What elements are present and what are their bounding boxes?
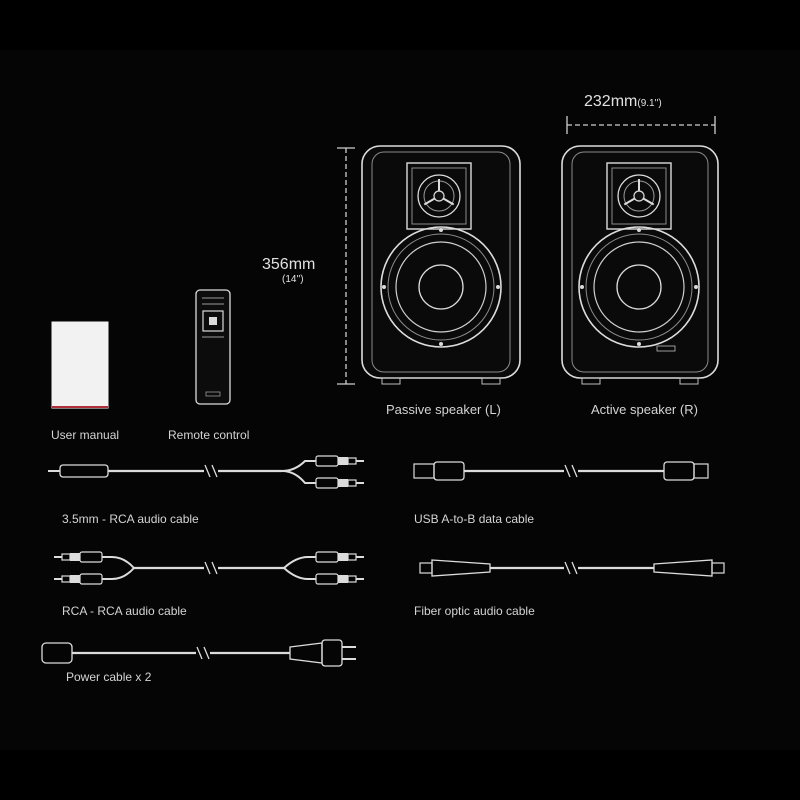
width-dimension xyxy=(566,116,716,134)
height-dimension xyxy=(337,147,355,385)
height-label: 356mm (14'') xyxy=(262,256,315,285)
remote-control-label: Remote control xyxy=(168,428,250,442)
passive-speaker-label: Passive speaker (L) xyxy=(386,402,501,417)
active-speaker-drawing xyxy=(561,145,719,385)
passive-speaker-drawing xyxy=(361,145,521,385)
width-label: 232mm(9.1'') xyxy=(584,93,662,111)
width-in: (9.1'') xyxy=(637,98,662,109)
cable-rca-rca-label: RCA - RCA audio cable xyxy=(62,604,187,618)
active-speaker-label: Active speaker (R) xyxy=(591,402,698,417)
cable-power-drawing xyxy=(41,639,356,667)
cable-35mm-rca-label: 3.5mm - RCA audio cable xyxy=(62,512,199,526)
user-manual-drawing xyxy=(51,321,109,409)
cable-rca-rca-drawing xyxy=(53,551,365,585)
width-mm: 232mm xyxy=(584,93,638,110)
remote-control-drawing xyxy=(195,289,231,405)
cable-optic-label: Fiber optic audio cable xyxy=(414,604,535,618)
cable-power-label: Power cable x 2 xyxy=(66,670,152,684)
cable-usb-label: USB A-to-B data cable xyxy=(414,512,535,526)
cable-35mm-rca-drawing xyxy=(48,455,365,489)
height-mm: 356mm xyxy=(262,256,316,273)
height-in: (14'') xyxy=(282,274,304,285)
user-manual-label: User manual xyxy=(51,428,120,442)
cable-optic-drawing xyxy=(419,559,725,577)
cable-usb-drawing xyxy=(413,461,709,481)
